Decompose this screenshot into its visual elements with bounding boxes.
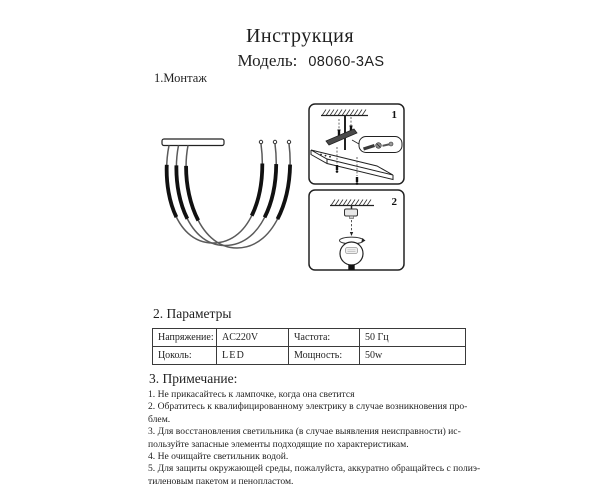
table-row: Цоколь: LED Мощность: 50w	[152, 346, 466, 365]
install-step-1-diagram: 1	[308, 103, 405, 185]
params-table: Напряжение: AC220V Частота: 50 Гц Цоколь…	[152, 328, 466, 365]
ceiling-hatch	[330, 199, 372, 206]
step-2-number: 2	[392, 196, 398, 208]
model-number: 08060-3AS	[308, 54, 385, 70]
param-name: Частота:	[288, 328, 360, 347]
install-step-2-diagram: 2	[308, 189, 405, 271]
note-line: блем.	[148, 413, 171, 425]
pendant-wire	[185, 143, 291, 249]
pendant-wires	[164, 143, 292, 250]
arrow-down-icon	[349, 232, 354, 236]
wire-tips	[258, 139, 292, 145]
wire-tip	[286, 139, 292, 145]
page-title: Инструкция	[245, 25, 355, 47]
mounting-bracket	[325, 128, 358, 146]
step-2-frame	[308, 189, 405, 271]
note-line: 2. Обратитесь к квалифицированному элект…	[148, 401, 468, 413]
note-line: 1. Не прикасайтесь к лампочке, когда она…	[148, 389, 355, 400]
suspension-bar	[161, 138, 225, 147]
section-3-heading: 3. Примечание:	[149, 371, 238, 386]
canopy-plate	[310, 149, 394, 181]
screw-icon	[335, 165, 359, 185]
wire-black-segment	[164, 143, 265, 245]
screw-guide-lines	[338, 117, 352, 130]
wire-black-segment	[184, 143, 292, 250]
model-label: Модель:	[237, 51, 298, 70]
param-name: Напряжение:	[152, 328, 217, 347]
ball-stem	[348, 264, 355, 270]
pendant-wire	[175, 143, 277, 247]
pendant-wire	[165, 143, 264, 244]
param-value: LED	[216, 346, 289, 365]
param-value: AC220V	[216, 328, 289, 347]
screw-guide-lines	[336, 147, 358, 176]
step-1-number: 1	[392, 109, 398, 121]
note-line: пользуйте запасные элементы подходящие п…	[148, 438, 409, 450]
notes-list: 1. Не прикасайтесь к лампочке, когда она…	[148, 389, 480, 488]
screw-detail-callout	[351, 136, 403, 153]
param-name: Цоколь:	[152, 346, 217, 365]
ceiling-hatch	[321, 109, 367, 116]
pendant-ball	[339, 241, 364, 266]
param-value: 50 Гц	[359, 328, 466, 347]
note-line: тиленовым пакетом и пенопластом.	[148, 475, 294, 487]
installation-diagrams: 1	[308, 103, 405, 271]
model-line: Модель: 08060-3AS	[11, 51, 600, 71]
table-row: Напряжение: AC220V Частота: 50 Гц	[152, 328, 466, 347]
wire-tip	[258, 139, 264, 145]
note-line: 5. Для защиты окружающей среды, пожалуйс…	[148, 463, 481, 475]
ceiling-canopy	[344, 208, 358, 217]
section-1-heading: 1.Монтаж	[154, 71, 207, 85]
param-name: Мощность:	[288, 346, 360, 365]
canopy-nipple	[349, 215, 354, 219]
wire-tip	[272, 139, 278, 145]
lamp-illustration	[161, 138, 292, 250]
note-line: 3. Для восстановления светильника (в слу…	[148, 426, 461, 438]
note-line: 4. Не очищайте светильник водой.	[148, 451, 289, 463]
section-2-heading: 2. Параметры	[153, 306, 232, 321]
wire-black-segment	[174, 143, 279, 248]
param-value: 50w	[359, 346, 466, 365]
